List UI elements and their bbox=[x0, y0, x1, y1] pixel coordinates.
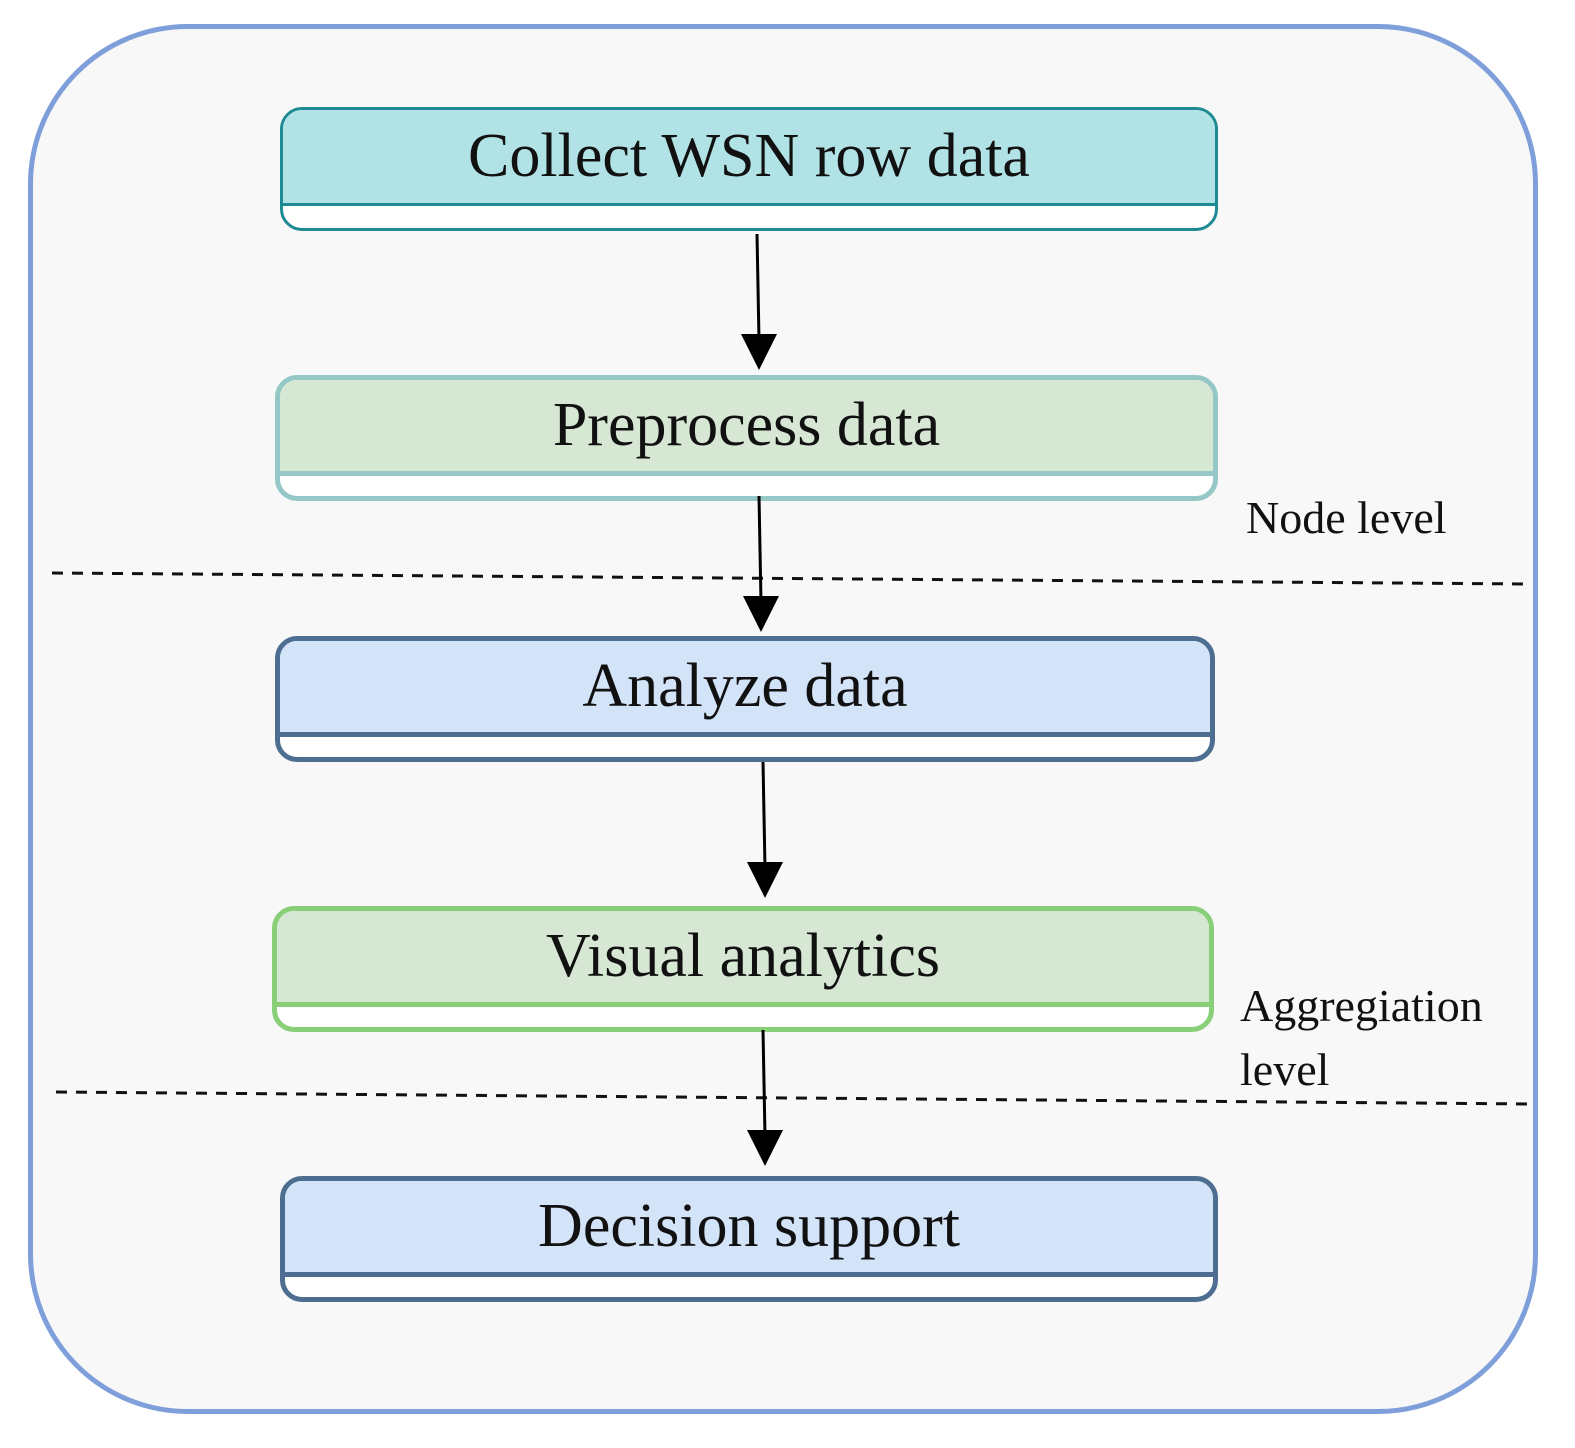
step-label: Collect WSN row data bbox=[283, 110, 1215, 206]
arrow-preprocess-to-analyze bbox=[743, 495, 779, 632]
step-label: Analyze data bbox=[280, 641, 1210, 737]
step-label: Decision support bbox=[285, 1181, 1213, 1277]
step-label: Visual analytics bbox=[277, 911, 1209, 1007]
aggregation-level-line2: level bbox=[1240, 1044, 1330, 1095]
step-analyze-data: Analyze data bbox=[275, 636, 1215, 762]
aggregation-level-line1: Aggregiation bbox=[1240, 980, 1483, 1031]
node-level-label: Node level bbox=[1246, 492, 1447, 543]
step-preprocess-data: Preprocess data bbox=[275, 375, 1218, 501]
arrow-collect-to-preprocess bbox=[741, 233, 777, 370]
step-label: Preprocess data bbox=[280, 380, 1213, 476]
arrow-visual-to-decision bbox=[747, 1029, 783, 1166]
step-decision-support: Decision support bbox=[280, 1176, 1218, 1302]
step-visual-analytics: Visual analytics bbox=[272, 906, 1214, 1032]
step-collect-wsn-row-data: Collect WSN row data bbox=[280, 107, 1218, 231]
node-level-separator bbox=[51, 571, 1531, 586]
aggregation-level-label: Aggregiation level bbox=[1240, 974, 1540, 1102]
arrow-analyze-to-visual bbox=[747, 761, 783, 898]
aggregation-level-separator bbox=[55, 1090, 1533, 1106]
